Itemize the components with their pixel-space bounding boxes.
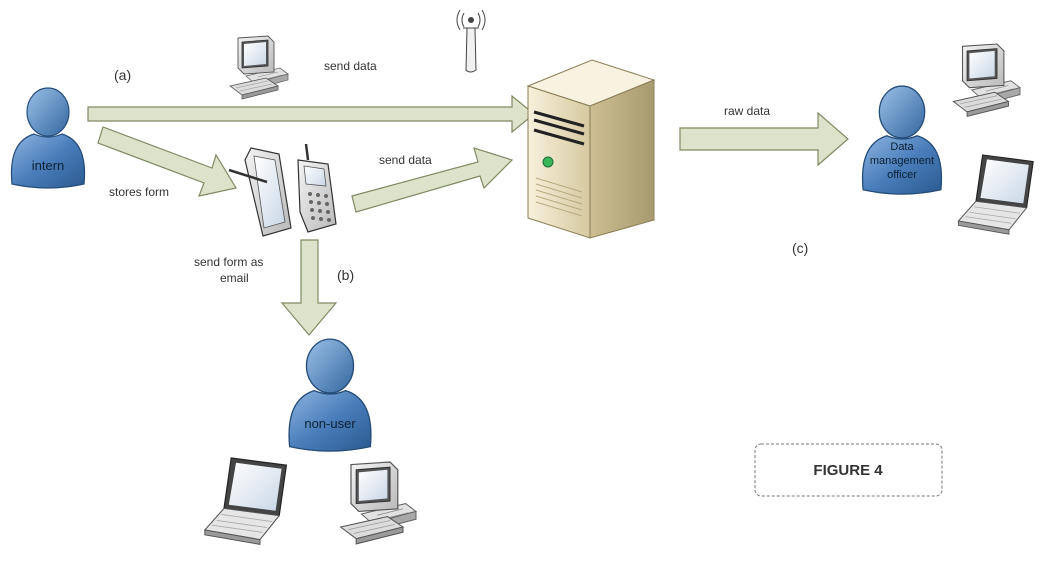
arrow-intern-to-server <box>87 94 535 134</box>
officer-label-line3: officer <box>887 169 917 181</box>
officer-actor: Data management officer <box>861 85 943 195</box>
officer-label-line2: management <box>870 155 934 167</box>
desktop-computer-icon <box>952 43 1021 118</box>
arrow-device-to-server <box>351 147 514 213</box>
label-raw-data: raw data <box>724 104 770 118</box>
label-c: (c) <box>792 240 808 256</box>
label-send-data-mid: send data <box>379 153 432 167</box>
label-stores-form: stores form <box>109 185 169 199</box>
person-icon <box>288 338 372 452</box>
server-icon <box>526 59 656 239</box>
label-b: (b) <box>337 267 354 283</box>
arrow-device-to-non-user <box>280 239 338 336</box>
arrow-intern-to-device <box>97 126 237 197</box>
figure-caption: FIGURE 4 <box>813 462 883 479</box>
label-send-form-line1: send form as <box>194 255 263 269</box>
label-a: (a) <box>114 67 131 83</box>
mobile-phone-icon <box>297 143 337 233</box>
person-icon <box>10 87 86 189</box>
label-send-data-top: send data <box>324 59 377 73</box>
intern-label: intern <box>32 158 65 173</box>
laptop-icon <box>957 154 1034 235</box>
tablet-icon <box>228 147 292 237</box>
laptop-icon <box>204 457 287 546</box>
desktop-computer-icon <box>339 461 417 545</box>
intern-actor: intern <box>10 87 86 189</box>
officer-label-line1: Data <box>890 141 914 153</box>
arrow-server-to-officer <box>679 111 849 167</box>
antenna-icon <box>456 9 486 73</box>
non-user-label: non-user <box>304 416 356 431</box>
figure-caption-box: FIGURE 4 <box>754 443 943 497</box>
label-send-form-line2: email <box>220 271 249 285</box>
non-user-actor: non-user <box>288 338 372 452</box>
desktop-computer-icon <box>229 35 289 100</box>
